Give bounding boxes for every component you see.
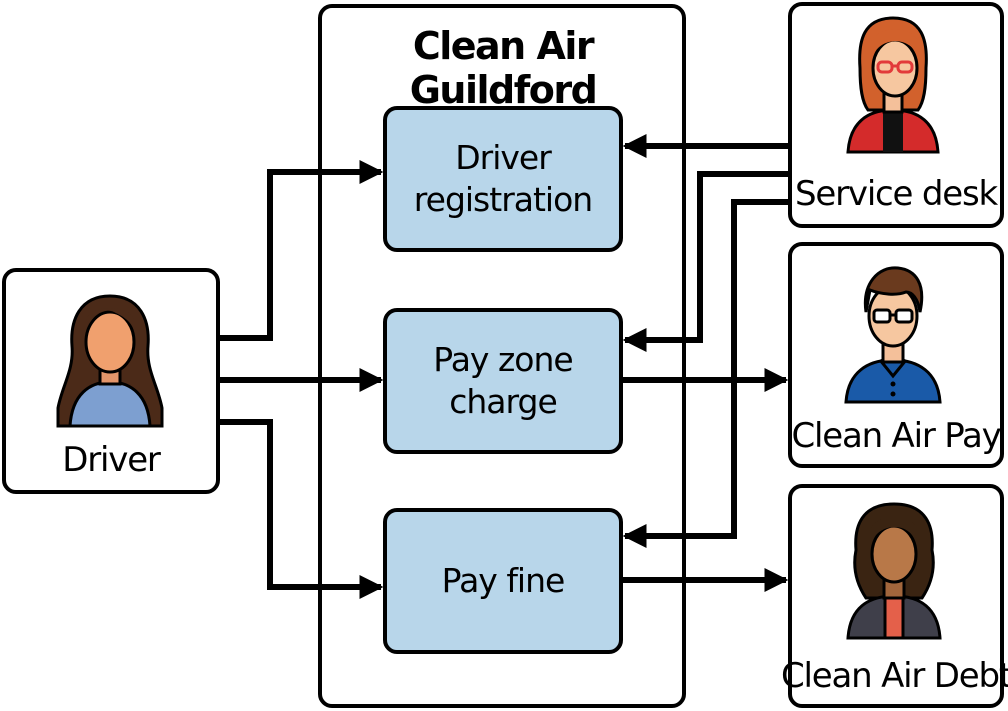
process-label-line: registration [413, 180, 593, 219]
man-glasses-icon [844, 266, 942, 404]
actor-label-service-desk: Service desk [795, 174, 998, 214]
arrow-driver-to-registration [220, 160, 384, 341]
system-title: Clean Air Guildford [409, 24, 598, 112]
woman-glasses-icon [846, 16, 940, 154]
process-label-line: charge [449, 382, 558, 421]
actor-label-clean-air-debt: Clean Air Debt [781, 656, 1008, 696]
woman-long-hair-icon [56, 294, 164, 428]
arrow-service-desk-to-pay-fine [622, 199, 788, 548]
arrow-service-desk-to-zone-charge [622, 171, 788, 352]
process-label-line: Driver [455, 138, 552, 177]
arrow-driver-to-pay-fine [220, 419, 384, 599]
process-pay-fine[interactable]: Pay fine [383, 508, 623, 654]
process-label-line: Pay zone [433, 340, 573, 379]
process-driver-registration[interactable]: Driver registration [383, 106, 623, 252]
process-pay-zone-charge[interactable]: Pay zone charge [383, 308, 623, 454]
actor-label-driver: Driver [62, 440, 161, 480]
actor-label-clean-air-pay: Clean Air Pay [791, 416, 1001, 456]
woman-curly-hair-icon [846, 502, 942, 640]
process-label-line: Pay fine [441, 561, 566, 600]
